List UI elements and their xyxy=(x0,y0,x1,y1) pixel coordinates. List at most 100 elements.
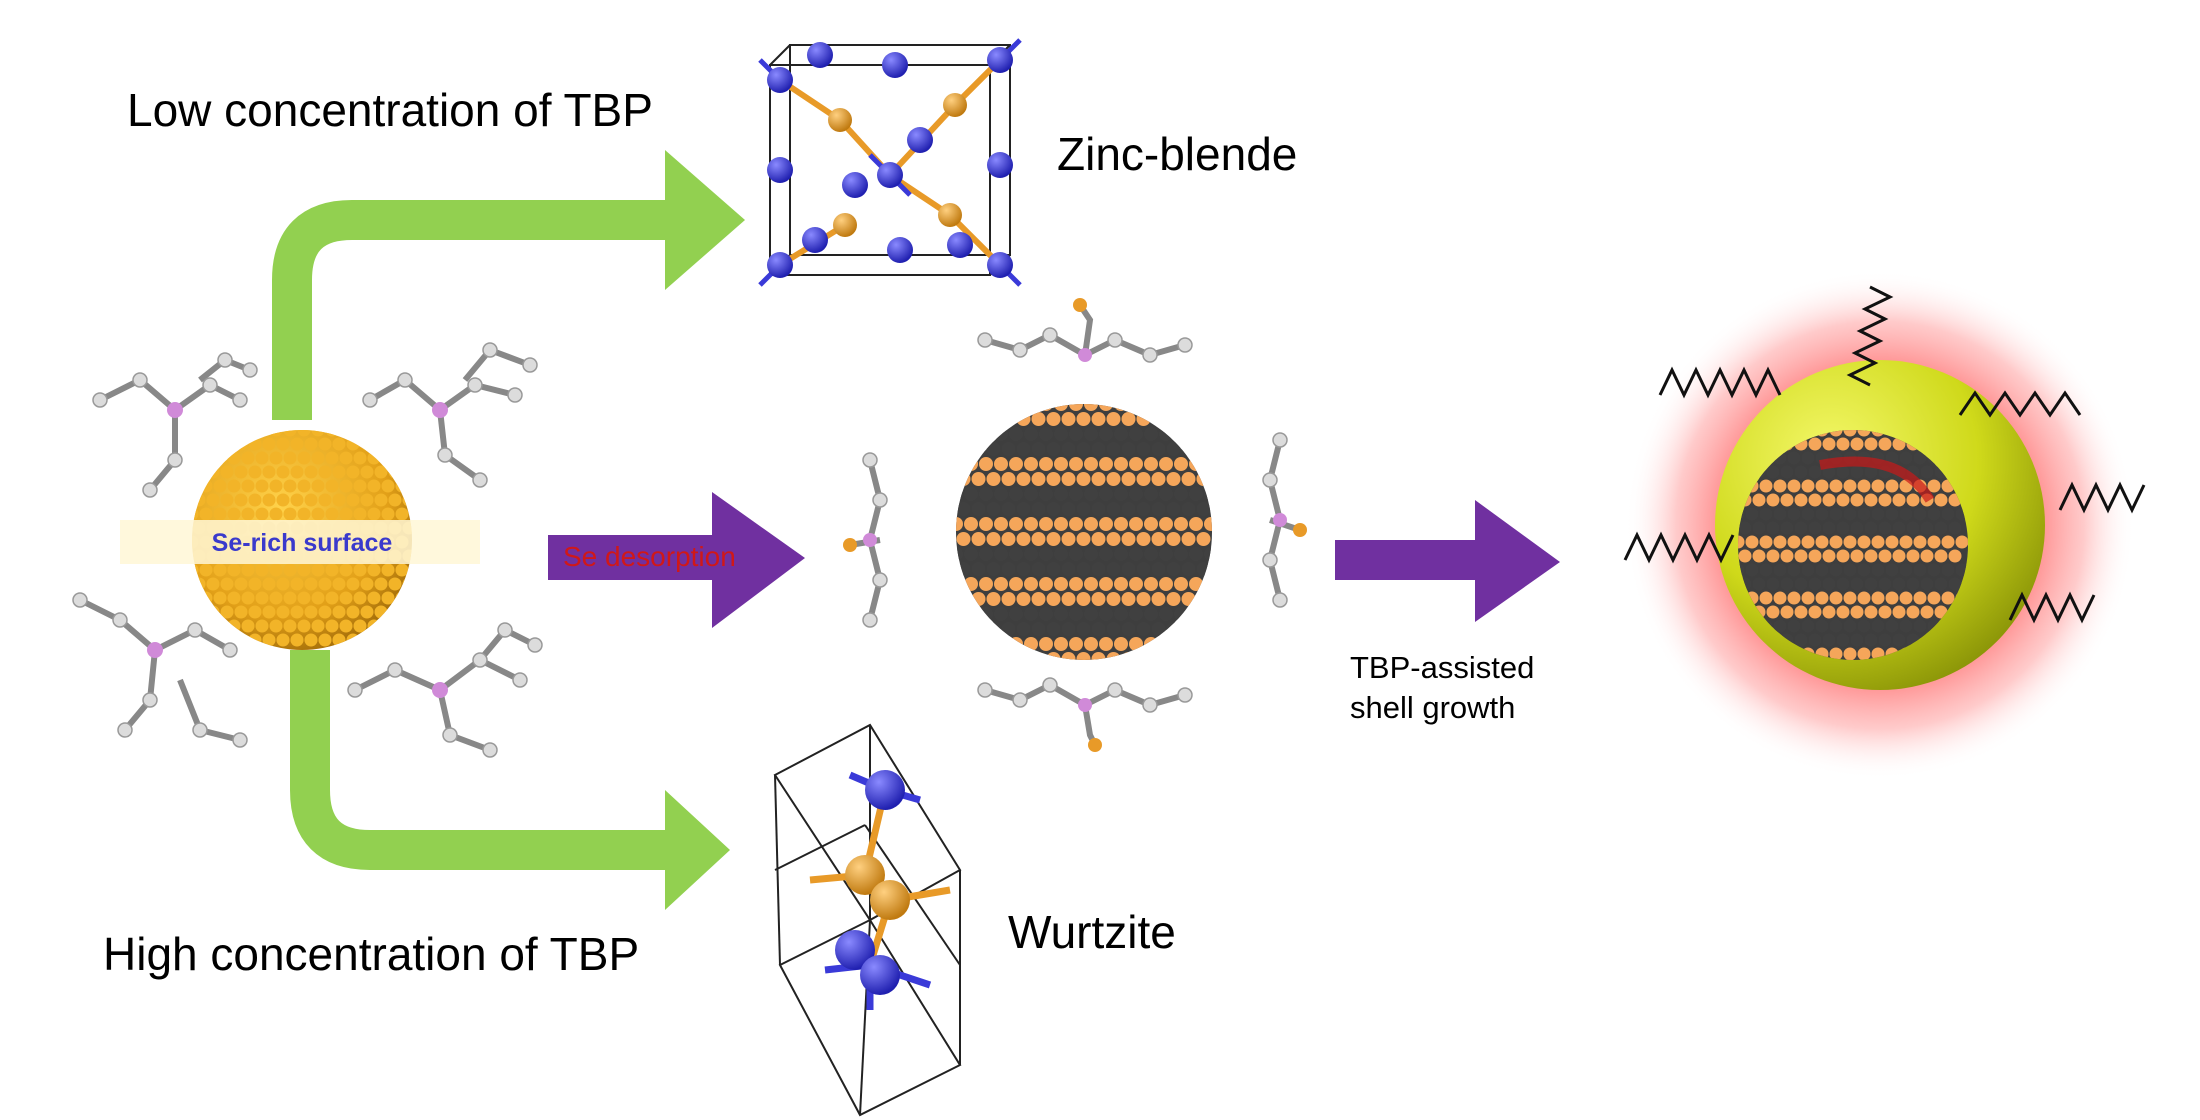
atom-dot xyxy=(1121,412,1136,426)
atom-dot xyxy=(311,619,325,633)
atom-dot xyxy=(360,493,374,507)
atom-dot xyxy=(994,547,1008,561)
atom-dot xyxy=(1084,607,1098,621)
atom-dot xyxy=(1941,591,1955,605)
atom-dot xyxy=(1136,562,1151,576)
atom-dot xyxy=(1189,487,1203,501)
core-shell-particle xyxy=(1625,270,2135,780)
atom-dot xyxy=(1106,622,1121,636)
atom-dot xyxy=(241,479,255,493)
atom-dot xyxy=(367,451,381,465)
atom-dot xyxy=(1039,547,1053,561)
atom-dot xyxy=(1745,507,1759,521)
atom-dot xyxy=(1787,507,1801,521)
atom-dot xyxy=(311,507,325,521)
atom-dot xyxy=(1166,592,1181,606)
atom-dot xyxy=(248,437,262,451)
atom-dot xyxy=(1009,427,1023,441)
atom-dot xyxy=(1927,507,1941,521)
atom-dot xyxy=(1054,404,1068,411)
atom-dot xyxy=(269,451,283,465)
atom-dot xyxy=(339,563,353,577)
atom-dot xyxy=(1084,427,1098,441)
atom-dot xyxy=(1099,457,1113,471)
atom-dot xyxy=(1181,502,1196,516)
ligand-zigzags xyxy=(1623,285,2146,624)
atom-dot xyxy=(1885,507,1899,521)
atom-dot xyxy=(241,591,255,605)
atom-dot xyxy=(1196,562,1211,576)
atom-dot xyxy=(1106,502,1121,516)
atom-dot xyxy=(1913,591,1927,605)
atom-dot xyxy=(1046,622,1061,636)
atom-dot xyxy=(1864,605,1878,619)
atom-dot xyxy=(283,619,297,633)
atom-dot xyxy=(1773,619,1787,633)
atom-dot xyxy=(1780,605,1794,619)
atom-dot xyxy=(1039,637,1053,651)
shell-growth-label-line2: shell growth xyxy=(1350,690,1515,725)
atom-dot xyxy=(1174,457,1188,471)
atom-dot xyxy=(1031,532,1046,546)
atom-dot xyxy=(1920,577,1934,591)
atom-dot xyxy=(297,619,311,633)
atom-dot xyxy=(1752,521,1766,535)
atom-dot xyxy=(1016,442,1031,456)
atom-dot xyxy=(402,577,412,591)
atom-dot xyxy=(986,532,1001,546)
atom-dot xyxy=(1166,562,1181,576)
atom-dot xyxy=(979,547,993,561)
atom-dot xyxy=(994,427,1008,441)
atom-dot xyxy=(1815,535,1829,549)
atom-dot xyxy=(255,479,269,493)
atom-dot xyxy=(1829,563,1843,577)
atom-dot xyxy=(402,493,412,507)
atom-dot xyxy=(1144,547,1158,561)
atom-dot xyxy=(241,451,255,465)
atom-dot xyxy=(360,437,374,451)
atom-dot xyxy=(339,479,353,493)
purple-arrow-shell-growth xyxy=(1335,500,1560,622)
atom-dot xyxy=(1864,521,1878,535)
atom-dot xyxy=(199,563,213,577)
atom-dot xyxy=(1864,493,1878,507)
tbp-atoms-middle xyxy=(843,298,1307,752)
atom-dot xyxy=(220,465,234,479)
atom-dot xyxy=(304,465,318,479)
atom-dot xyxy=(1174,517,1188,531)
atom-dot xyxy=(1091,622,1106,636)
atom-dot xyxy=(325,451,339,465)
atom-dot xyxy=(956,532,971,546)
atom-dot xyxy=(1151,472,1166,486)
atom-dot xyxy=(1159,547,1173,561)
atom-dot xyxy=(1091,562,1106,576)
atom-dot xyxy=(994,517,1008,531)
atom-dot xyxy=(1009,487,1023,501)
atom-dot xyxy=(1871,591,1885,605)
atom-dot xyxy=(290,493,304,507)
atom-dot xyxy=(206,465,220,479)
atom-dot xyxy=(1773,563,1787,577)
atom-dot xyxy=(964,547,978,561)
atom-dot xyxy=(1766,493,1780,507)
atom-dot xyxy=(325,563,339,577)
atom-dot xyxy=(1031,472,1046,486)
atom-dot xyxy=(1129,607,1143,621)
atom-dot xyxy=(241,507,255,521)
atom-dot xyxy=(353,591,367,605)
atom-dot xyxy=(325,619,339,633)
atom-dot xyxy=(1773,535,1787,549)
atom-dot xyxy=(1920,605,1934,619)
atom-dot xyxy=(325,430,339,437)
atom-dot xyxy=(1136,502,1151,516)
atom-dot xyxy=(1136,472,1151,486)
atom-dot xyxy=(971,592,986,606)
atom-dot xyxy=(1864,465,1878,479)
atom-dot xyxy=(1899,619,1913,633)
atom-dot xyxy=(1892,549,1906,563)
atom-dot xyxy=(381,479,395,493)
atom-dot xyxy=(1801,535,1815,549)
atom-dot xyxy=(1871,535,1885,549)
atom-dot xyxy=(1857,591,1871,605)
atom-dot xyxy=(297,507,311,521)
